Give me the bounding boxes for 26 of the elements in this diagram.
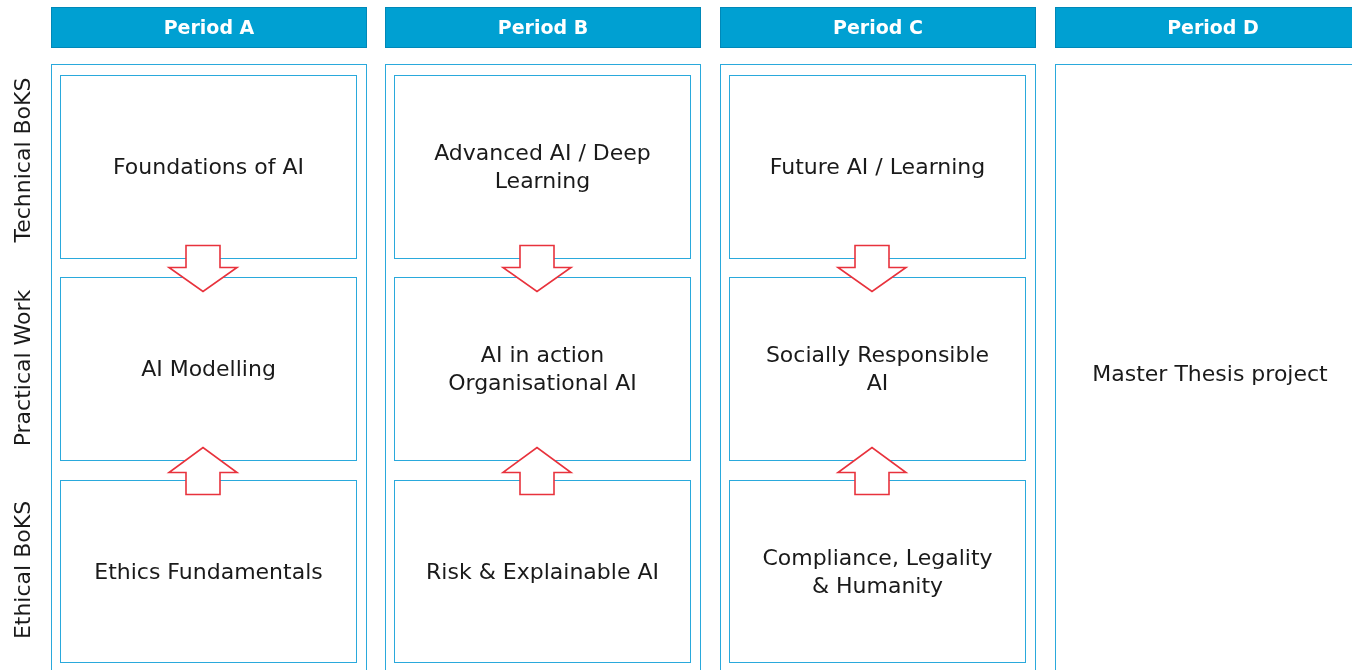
block-arrow: [166, 446, 240, 496]
course-box: Risk & Explainable AI: [394, 480, 691, 663]
block-arrow: [835, 244, 909, 293]
course-box: Master Thesis project: [1055, 64, 1352, 670]
course-box: Future AI / Learning: [729, 75, 1026, 259]
period-header: Period D: [1055, 7, 1352, 48]
period-header: Period B: [385, 7, 701, 48]
course-box: Ethics Fundamentals: [60, 480, 357, 663]
course-box: AI Modelling: [60, 277, 357, 461]
course-box: Compliance, Legality & Humanity: [729, 480, 1026, 663]
column-box: [720, 64, 1036, 670]
column-box: [51, 64, 367, 670]
period-header: Period C: [720, 7, 1036, 48]
course-box: Advanced AI / Deep Learning: [394, 75, 691, 259]
period-header: Period A: [51, 7, 367, 48]
block-arrow: [500, 446, 574, 496]
course-box: Socially Responsible AI: [729, 277, 1026, 461]
course-box: AI in action Organisational AI: [394, 277, 691, 461]
block-arrow: [500, 244, 574, 293]
row-label: Technical BoKS: [9, 77, 36, 243]
column-box: [385, 64, 701, 670]
row-label: Ethical BoKS: [9, 500, 36, 640]
row-label: Practical Work: [9, 289, 36, 447]
block-arrow: [835, 446, 909, 496]
course-box: Foundations of AI: [60, 75, 357, 259]
block-arrow: [166, 244, 240, 293]
